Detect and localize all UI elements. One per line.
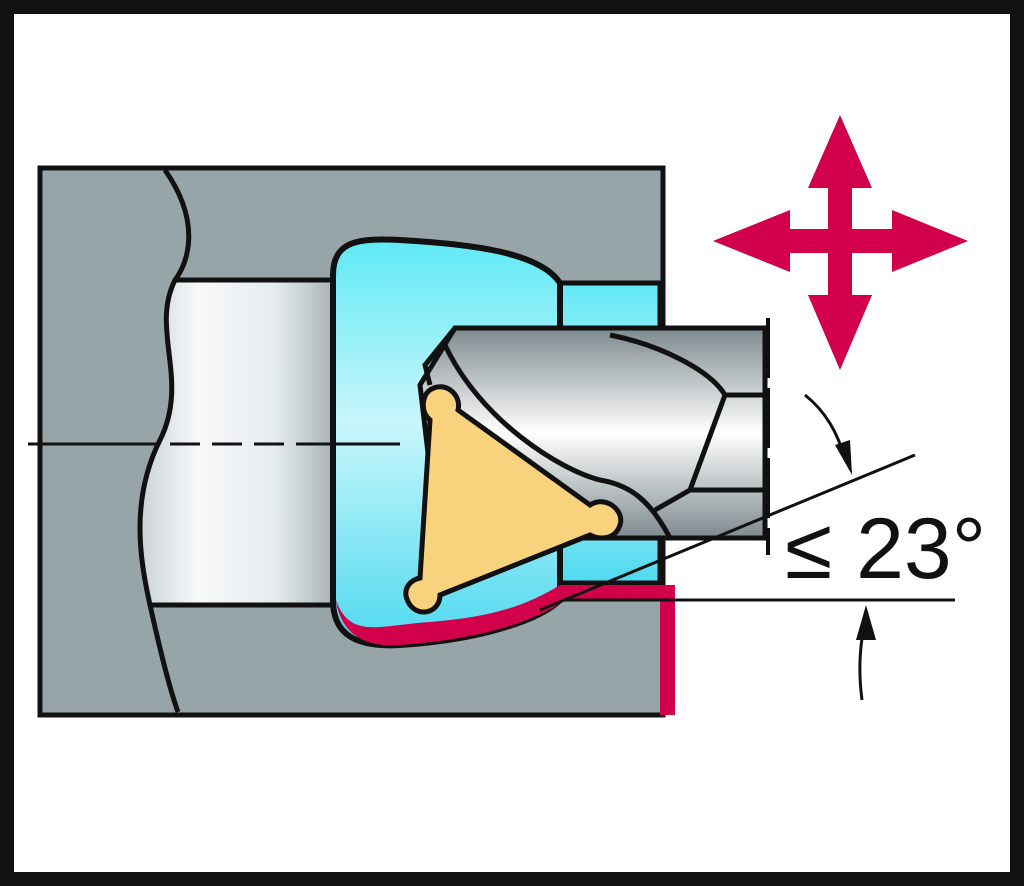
angle-arrow-icon <box>804 393 876 701</box>
triangular-insert <box>403 384 624 615</box>
angle-label: ≤ 23° <box>785 501 986 597</box>
machined-profile <box>336 585 675 715</box>
four-way-arrow-icon <box>713 115 968 370</box>
angle-line <box>539 453 916 612</box>
break-line <box>137 168 192 713</box>
